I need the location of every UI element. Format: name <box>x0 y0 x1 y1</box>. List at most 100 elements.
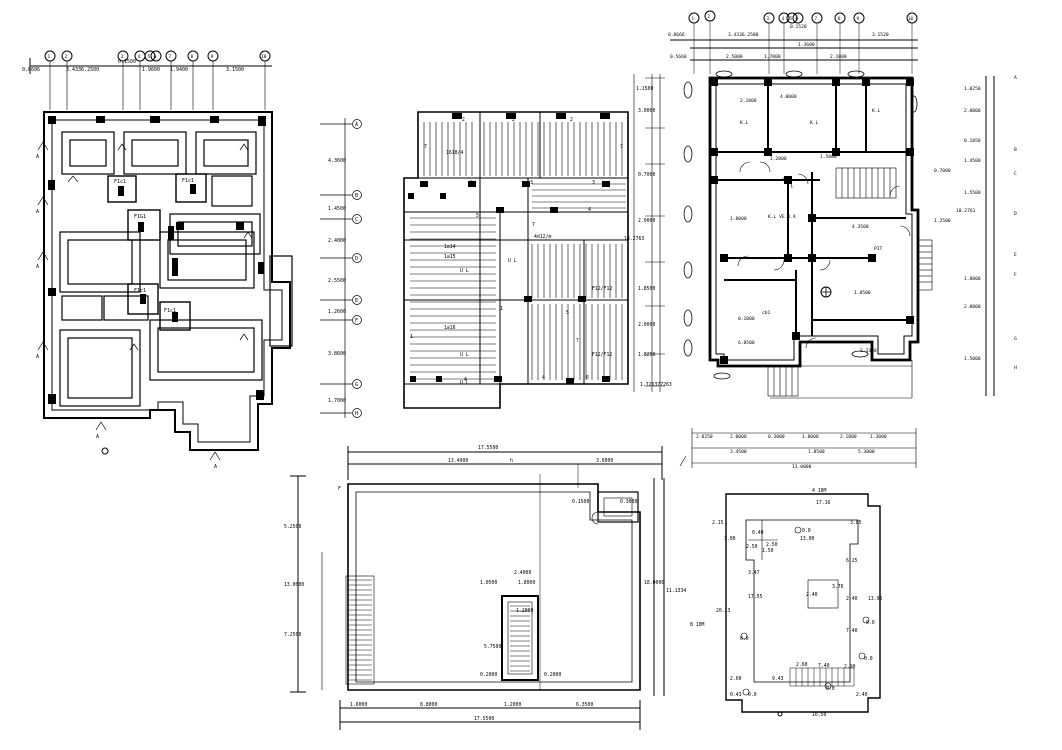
svg-text:2: 2 <box>462 117 465 123</box>
svg-text:3.0000: 3.0000 <box>638 108 655 114</box>
svg-text:K.L: K.L <box>810 120 819 126</box>
ground-floor-columns <box>710 78 914 364</box>
svg-text:1.9600: 1.9600 <box>142 67 160 73</box>
svg-text:7.2500: 7.2500 <box>284 632 301 638</box>
svg-text:1.8000: 1.8000 <box>518 580 535 586</box>
svg-text:16.50: 16.50 <box>812 712 827 718</box>
svg-text:1: 1 <box>48 54 51 60</box>
svg-text:F: F <box>355 318 358 324</box>
svg-text:3: 3 <box>470 180 473 186</box>
svg-text:7: 7 <box>424 144 427 150</box>
svg-text:2.50: 2.50 <box>766 542 778 548</box>
svg-text:4: 4 <box>542 375 545 381</box>
svg-text:4.3600: 4.3600 <box>328 158 346 164</box>
svg-text:4d12/m: 4d12/m <box>534 234 551 240</box>
svg-text:3: 3 <box>530 180 533 186</box>
svg-text:2: 2 <box>65 54 68 60</box>
svg-text:13.4900: 13.4900 <box>448 458 468 464</box>
foundation-labels: 0.8606 3.4336.2500 0.1500 1.9600 1.9400 … <box>22 54 267 470</box>
svg-text:3.4336.2500: 3.4336.2500 <box>728 32 759 38</box>
svg-text:2: 2 <box>570 117 573 123</box>
svg-text:1.7000: 1.7000 <box>764 54 781 60</box>
svg-text:0.1000: 0.1000 <box>738 316 755 322</box>
svg-text:5: 5 <box>566 310 569 316</box>
svg-text:K.L VE.3.A: K.L VE.3.A <box>768 214 796 220</box>
svg-text:5.2500: 5.2500 <box>284 524 301 530</box>
svg-text:h: h <box>510 458 513 464</box>
svg-text:2.4000: 2.4000 <box>328 238 346 244</box>
svg-text:2: 2 <box>512 117 515 123</box>
svg-text:5: 5 <box>790 16 793 21</box>
svg-text:1a16: 1a16 <box>444 325 456 331</box>
svg-text:0.1850: 0.1850 <box>964 138 981 144</box>
svg-text:1a14: 1a14 <box>444 244 456 250</box>
svg-text:2.1800: 2.1800 <box>830 54 847 60</box>
svg-text:6: 6 <box>586 375 589 381</box>
svg-text:18.2761: 18.2761 <box>956 208 976 214</box>
svg-text:U L: U L <box>460 268 469 274</box>
svg-text:1.5000: 1.5000 <box>964 356 981 362</box>
svg-text:9: 9 <box>211 54 214 60</box>
ground-floor-bottom-dims <box>679 428 917 468</box>
svg-text:1: 1 <box>692 16 695 21</box>
svg-text:0.3000: 0.3000 <box>620 499 637 505</box>
svg-text:4.3500: 4.3500 <box>852 224 869 230</box>
svg-text:2.90: 2.90 <box>844 664 856 670</box>
svg-text:5: 5 <box>476 213 479 219</box>
svg-text:PIT: PIT <box>874 246 883 252</box>
svg-text:0.5660: 0.5660 <box>670 54 687 60</box>
svg-text:1.8500: 1.8500 <box>808 449 825 455</box>
site-plan <box>725 493 881 717</box>
svg-text:5.7500: 5.7500 <box>484 644 501 650</box>
svg-text:3.76: 3.76 <box>832 584 844 590</box>
slab-plan <box>403 111 629 409</box>
svg-text:9.43: 9.43 <box>772 676 784 682</box>
svg-text:F1c1: F1c1 <box>134 288 146 294</box>
slab-left-dims <box>633 74 665 392</box>
svg-text:1.00: 1.00 <box>724 536 736 542</box>
grid-dimension-column <box>320 118 362 418</box>
svg-text:0.0: 0.0 <box>864 656 873 662</box>
svg-text:18.0000: 18.0000 <box>644 580 664 586</box>
svg-text:A: A <box>214 464 217 470</box>
svg-text:1.2600: 1.2600 <box>328 309 346 315</box>
svg-text:7: 7 <box>532 222 535 228</box>
svg-text:9: 9 <box>857 16 860 21</box>
svg-text:F1c1: F1c1 <box>164 308 176 314</box>
svg-text:1.3000: 1.3000 <box>870 434 887 440</box>
svg-text:2.0250: 2.0250 <box>696 434 713 440</box>
svg-text:1.3600: 1.3600 <box>798 42 815 48</box>
svg-text:4.0000: 4.0000 <box>780 94 797 100</box>
svg-text:E: E <box>1014 252 1017 258</box>
svg-text:1: 1 <box>410 334 413 340</box>
svg-text:5: 5 <box>148 54 151 60</box>
svg-text:3.4500: 3.4500 <box>730 449 747 455</box>
svg-text:1.0250: 1.0250 <box>964 86 981 92</box>
svg-text:2.0000: 2.0000 <box>964 108 981 114</box>
svg-text:A: A <box>96 434 99 440</box>
svg-text:0.0: 0.0 <box>740 636 749 642</box>
svg-text:4 10M: 4 10M <box>812 488 827 494</box>
svg-text:2.60: 2.60 <box>730 676 742 682</box>
slab-hatching <box>410 122 626 380</box>
svg-text:2: 2 <box>708 14 711 19</box>
svg-text:8 10M: 8 10M <box>690 622 705 628</box>
svg-text:0.0: 0.0 <box>748 692 757 698</box>
svg-text:1.2000: 1.2000 <box>770 156 787 162</box>
svg-text:0.7000: 0.7000 <box>934 168 951 174</box>
svg-text:1.4500: 1.4500 <box>964 158 981 164</box>
svg-text:3.4336.2500: 3.4336.2500 <box>66 67 99 73</box>
svg-text:K.L: K.L <box>872 108 881 114</box>
slab-column-marks <box>408 113 610 384</box>
svg-text:3.1500: 3.1500 <box>226 67 244 73</box>
svg-text:G: G <box>1014 336 1017 342</box>
svg-text:1.726377263: 1.726377263 <box>640 382 672 388</box>
svg-text:10: 10 <box>908 16 914 21</box>
stair-steps <box>348 579 530 681</box>
svg-text:F12/F12: F12/F12 <box>592 352 612 358</box>
svg-text:A: A <box>1014 75 1017 81</box>
svg-text:8: 8 <box>838 16 841 21</box>
svg-text:4: 4 <box>588 207 591 213</box>
svg-text:1.2000: 1.2000 <box>516 608 533 614</box>
